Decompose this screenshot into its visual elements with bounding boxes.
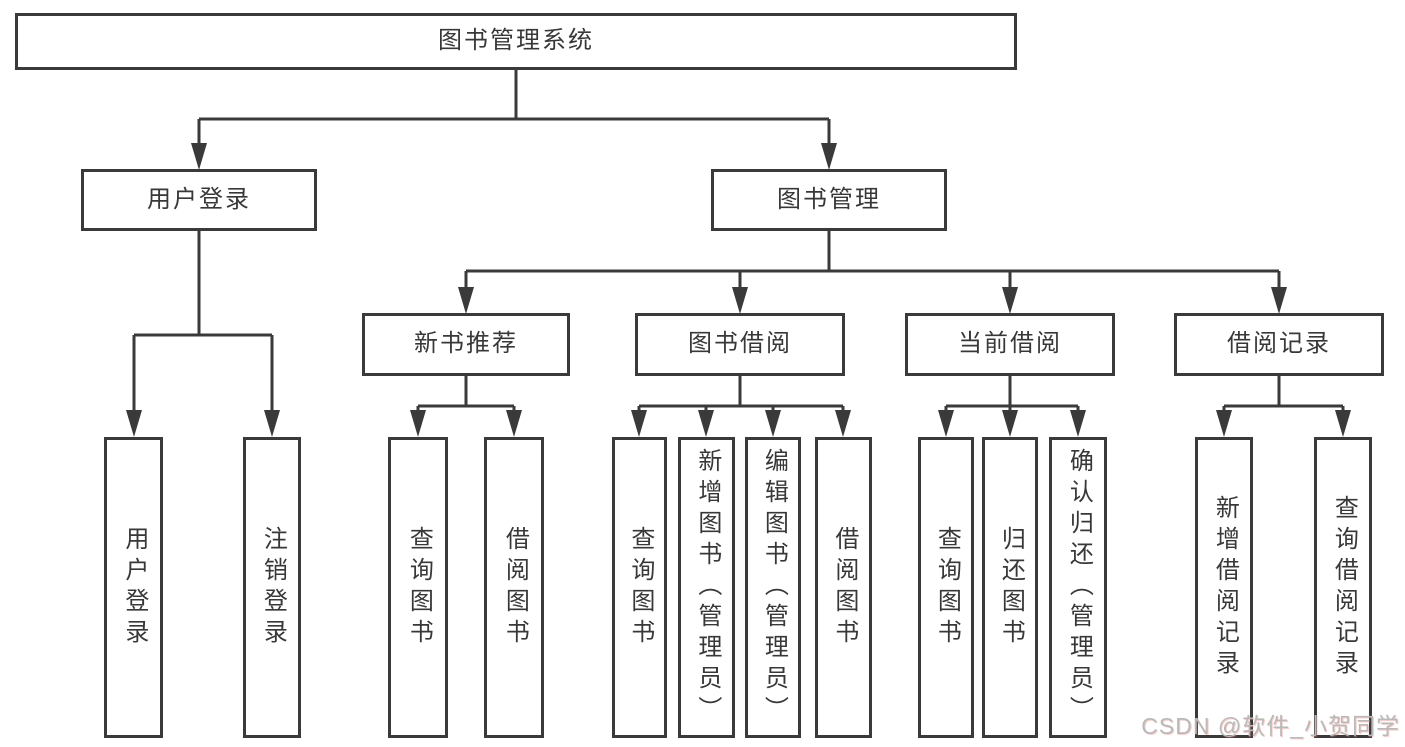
- node-user-login: 用户登录: [81, 169, 317, 231]
- node-leaf-add-books-admin: 新增图书（管理员）: [678, 437, 735, 738]
- node-book-borrow: 图书借阅: [635, 313, 845, 376]
- node-current-borrow: 当前借阅: [905, 313, 1115, 376]
- node-leaf-query-books-recommend: 查询图书: [388, 437, 448, 738]
- node-book-management: 图书管理: [711, 169, 947, 231]
- node-leaf-query-books-current: 查询图书: [918, 437, 974, 738]
- node-leaf-return-books: 归还图书: [982, 437, 1038, 738]
- node-leaf-borrow-books: 借阅图书: [815, 437, 872, 738]
- node-root-library-system: 图书管理系统: [15, 13, 1017, 70]
- edges-borrow-records: [1216, 375, 1351, 437]
- node-new-book-recommend: 新书推荐: [362, 313, 570, 376]
- edges-user-login: [126, 231, 280, 437]
- node-leaf-query-books-borrow: 查询图书: [612, 437, 667, 738]
- node-leaf-edit-books-admin: 编辑图书（管理员）: [745, 437, 801, 738]
- node-leaf-add-borrow-record: 新增借阅记录: [1195, 437, 1253, 738]
- edges-book-borrow: [631, 375, 851, 437]
- edges-book-management: [458, 231, 1287, 314]
- node-leaf-user-login: 用户登录: [104, 437, 163, 738]
- csdn-watermark: CSDN @软件_小贺同学: [1141, 713, 1400, 739]
- node-leaf-query-borrow-record: 查询借阅记录: [1314, 437, 1372, 738]
- edges-new-book-recommend: [410, 375, 522, 437]
- node-leaf-confirm-return-admin: 确认归还（管理员）: [1049, 437, 1107, 738]
- node-borrow-records: 借阅记录: [1174, 313, 1384, 376]
- node-leaf-logout: 注销登录: [243, 437, 301, 738]
- node-leaf-borrow-books-recommend: 借阅图书: [484, 437, 544, 738]
- edges-root: [191, 69, 837, 170]
- edges-current-borrow: [938, 375, 1086, 437]
